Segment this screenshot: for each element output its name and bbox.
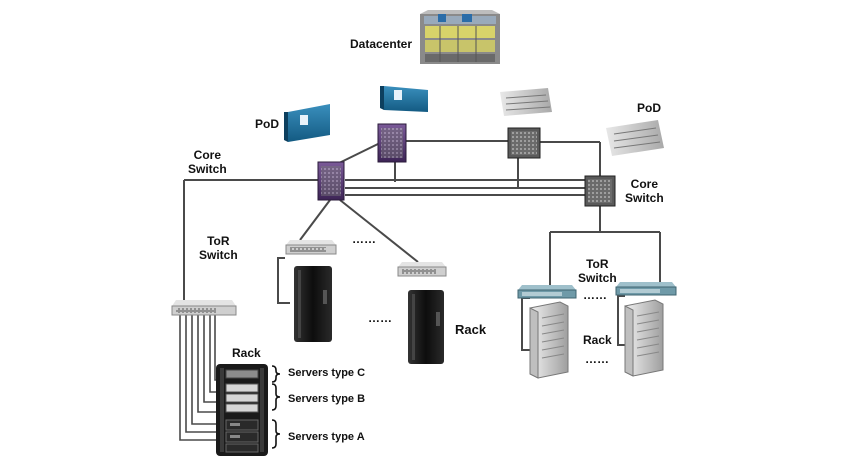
label-rack-middle: Rack <box>455 322 487 337</box>
tor-switch-right-b <box>615 282 677 296</box>
server-tower-right-b <box>624 299 664 377</box>
server-type-a-3 <box>225 443 259 453</box>
server-type-b-3 <box>225 403 259 413</box>
ellipsis-right-servers: …… <box>585 352 609 366</box>
label-core-switch-left-line2: Switch <box>188 162 227 176</box>
ellipsis-core-tor: …… <box>352 232 376 246</box>
tor-switch-middle-b <box>397 262 447 277</box>
core-switch-gray-pod <box>507 127 541 159</box>
label-tor-switch-right: ToR Switch <box>578 257 617 285</box>
pod-container-gray-center <box>500 88 552 116</box>
pod-container-gray-right <box>606 120 664 156</box>
label-rack-left: Rack <box>232 346 261 360</box>
core-switch-purple-pod <box>377 123 407 163</box>
server-type-braces <box>271 365 281 449</box>
server-type-b-2 <box>225 393 259 403</box>
brace-type-c <box>271 365 281 383</box>
brace-type-a <box>271 419 281 449</box>
label-rack-right: Rack <box>583 333 612 347</box>
link-tor-right-b-servers <box>617 295 625 346</box>
label-pod-right: PoD <box>637 101 661 115</box>
core-switch-left <box>317 161 345 201</box>
label-servers-type-c: Servers type C <box>288 367 366 379</box>
server-type-c <box>225 369 259 379</box>
label-core-switch-left: Core Switch <box>188 148 227 176</box>
pod-container-blue-center <box>380 86 428 112</box>
link-core-tor-b <box>339 199 419 263</box>
server-tower-right-a <box>529 301 569 379</box>
label-servers-type-b: Servers type B <box>288 393 366 405</box>
server-type-a-1 <box>225 419 259 431</box>
rack-black-middle-b <box>408 290 444 364</box>
brace-type-b <box>271 383 281 411</box>
label-servers-type-a: Servers type A <box>288 431 365 443</box>
tor-switch-middle-a <box>285 240 337 255</box>
rack-black-middle-a <box>294 266 332 342</box>
label-tor-switch-left: ToR Switch <box>199 234 238 262</box>
server-type-b-1 <box>225 383 259 393</box>
label-pod-left: PoD <box>255 117 279 131</box>
server-type-a-2 <box>225 431 259 443</box>
label-tor-switch-right-line2: Switch <box>578 271 617 285</box>
pod-container-blue-left <box>284 104 330 142</box>
label-core-switch-right-line1: Core <box>630 177 658 191</box>
core-switch-right <box>584 175 616 207</box>
rack-left-with-servers <box>216 364 268 456</box>
tor-switch-right-a <box>517 285 577 299</box>
link-tor-mid-rack <box>277 257 290 304</box>
label-core-switch-right: Core Switch <box>625 177 664 205</box>
label-tor-switch-left-line2: Switch <box>199 248 238 262</box>
label-core-switch-right-line2: Switch <box>625 191 664 205</box>
label-core-switch-left-line1: Core <box>193 148 221 162</box>
link-tor-right-a-servers <box>521 297 530 351</box>
link-core-pod-purple <box>334 141 383 166</box>
link-core-tor-a <box>299 199 331 241</box>
ellipsis-right-tor: …… <box>583 288 607 302</box>
datacenter-icon <box>420 10 500 64</box>
label-datacenter: Datacenter <box>350 37 413 51</box>
network-links <box>179 140 661 441</box>
label-tor-switch-right-line1: ToR <box>586 257 609 271</box>
ellipsis-middle-racks: …… <box>368 311 392 325</box>
label-tor-switch-left-line1: ToR <box>207 234 230 248</box>
left-tor-cables <box>179 315 222 441</box>
tor-switch-left <box>171 300 237 316</box>
